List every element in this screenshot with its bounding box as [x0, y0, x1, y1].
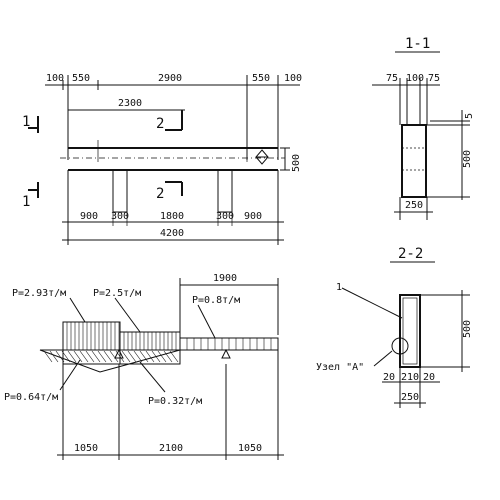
plan-view: 100 550 2900 550 100 2300 500 1 1 [22, 73, 302, 245]
cut-mark-2-bottom: 2 [156, 186, 164, 202]
load-bottom-dim-3: 1050 [238, 443, 262, 454]
load-span-dim: 1900 [213, 273, 237, 284]
load-diagram: 1900 P=2.93т/м P=2.5т/м P=0.8т/м P=0.64т… [4, 273, 284, 460]
plan-top-dim-1: 100 [46, 73, 64, 84]
section-1-top-dim-1: 75 [386, 73, 398, 84]
plan-top-dim-5: 100 [284, 73, 302, 84]
section-2-height-dim: 500 [462, 320, 473, 338]
section-1-1: 1-1 75 100 75 5 500 250 [372, 36, 475, 220]
cut-mark-1-bottom: 1 [22, 194, 30, 210]
section-2-node-label: Узел "А" [316, 362, 364, 373]
section-1-width-dim: 250 [405, 200, 423, 211]
cut-mark-1-top: 1 [22, 114, 30, 130]
plan-bottom-dim-1: 900 [80, 211, 98, 222]
load-bottom-dim-2: 2100 [159, 443, 183, 454]
section-2-bottom-dim-3: 20 [423, 372, 435, 383]
section-1-top-dim-3: 75 [428, 73, 440, 84]
section-2-width-dim: 250 [401, 392, 419, 403]
plan-top-dim-4: 550 [252, 73, 270, 84]
plan-top-dim-2: 550 [72, 73, 90, 84]
load-label-5: P=0.32т/м [148, 396, 202, 407]
plan-bottom-dim-3: 1800 [160, 211, 184, 222]
load-label-4: P=0.64т/м [4, 392, 58, 403]
load-label-3: P=0.8т/м [192, 295, 240, 306]
plan-inner-dim: 2300 [118, 98, 142, 109]
load-bottom-dim-1: 1050 [74, 443, 98, 454]
section-1-right-top-dim: 5 [464, 113, 475, 119]
cut-mark-2-top: 2 [156, 116, 164, 132]
section-2-callout: 1 [336, 282, 342, 293]
plan-top-dim-3: 2900 [158, 73, 182, 84]
section-2-title: 2-2 [398, 246, 423, 262]
load-label-1: P=2.93т/м [12, 288, 66, 299]
load-hatching [43, 322, 272, 363]
section-2-2: 2-2 1 500 Узел "А" 20 210 20 250 [316, 246, 473, 408]
plan-total-dim: 4200 [160, 228, 184, 239]
section-1-title: 1-1 [405, 36, 430, 52]
plan-bottom-dim-2: 300 [111, 211, 129, 222]
load-label-2: P=2.5т/м [93, 288, 141, 299]
section-1-top-dim-2: 100 [406, 73, 424, 84]
section-2-bottom-dim-1: 20 [383, 372, 395, 383]
section-1-height-dim: 500 [462, 150, 473, 168]
plan-bottom-dim-4: 300 [216, 211, 234, 222]
section-2-bottom-dim-2: 210 [401, 372, 419, 383]
plan-bottom-dim-5: 900 [244, 211, 262, 222]
plan-right-dim: 500 [291, 154, 302, 172]
